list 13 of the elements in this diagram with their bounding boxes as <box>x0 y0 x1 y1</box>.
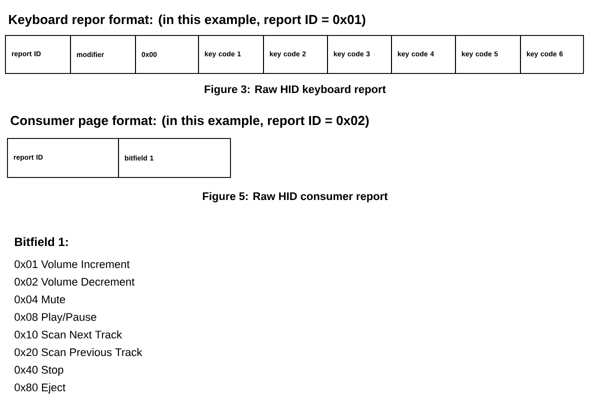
heading: Consumer page format: (in this example, report ID = 0x02) <box>10 116 369 128</box>
list-item: 0x02 Volume Decrement <box>14 278 135 286</box>
figure-caption: Figure 3: Raw HID keyboard report <box>204 85 386 96</box>
list-item: 0x10 Scan Next Track <box>14 330 122 338</box>
list-item: 0x20 Scan Previous Track <box>14 348 142 356</box>
list-item: 0x08 Play/Pause <box>14 312 96 324</box>
heading: Keyboard repor format: (in this example, report ID = 0x01) <box>9 14 366 27</box>
figure-caption: Figure 5: Raw HID consumer report <box>202 192 388 202</box>
list-item: 0x40 Stop <box>14 366 64 376</box>
list-item: 0x01 Volume Increment <box>14 260 130 268</box>
list-item: 0x04 Mute <box>14 296 66 304</box>
list-item: 0x80 Eject <box>14 383 66 394</box>
subheading: Bitfield 1: <box>15 237 68 246</box>
